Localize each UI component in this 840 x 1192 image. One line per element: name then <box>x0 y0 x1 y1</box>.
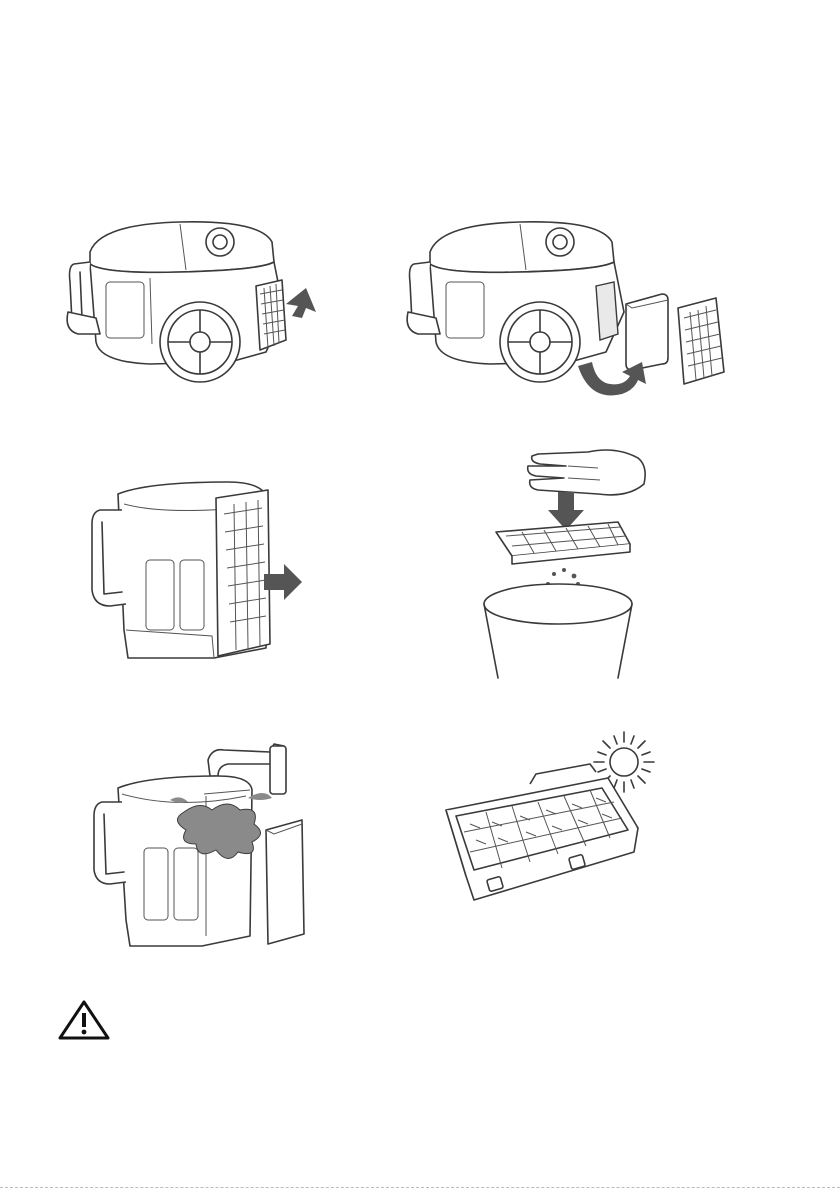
page-edge <box>0 1187 840 1192</box>
rinse-container-under-tap-icon <box>88 740 328 950</box>
figure-step-2 <box>400 212 730 412</box>
figure-step-4 <box>478 432 678 680</box>
figure-step-1 <box>60 212 320 392</box>
warning-block <box>58 1000 758 1044</box>
tap-filter-over-bin-icon <box>478 432 678 680</box>
figure-step-5 <box>88 740 328 950</box>
dry-filter-in-sun-icon <box>440 728 670 936</box>
figure-step-3 <box>88 480 308 665</box>
vacuum-filter-removed-icon <box>400 212 730 412</box>
warning-triangle-icon <box>58 1000 110 1040</box>
vacuum-cleaner-icon <box>60 212 320 392</box>
dust-container-icon <box>88 480 308 665</box>
figure-step-6 <box>440 728 670 936</box>
